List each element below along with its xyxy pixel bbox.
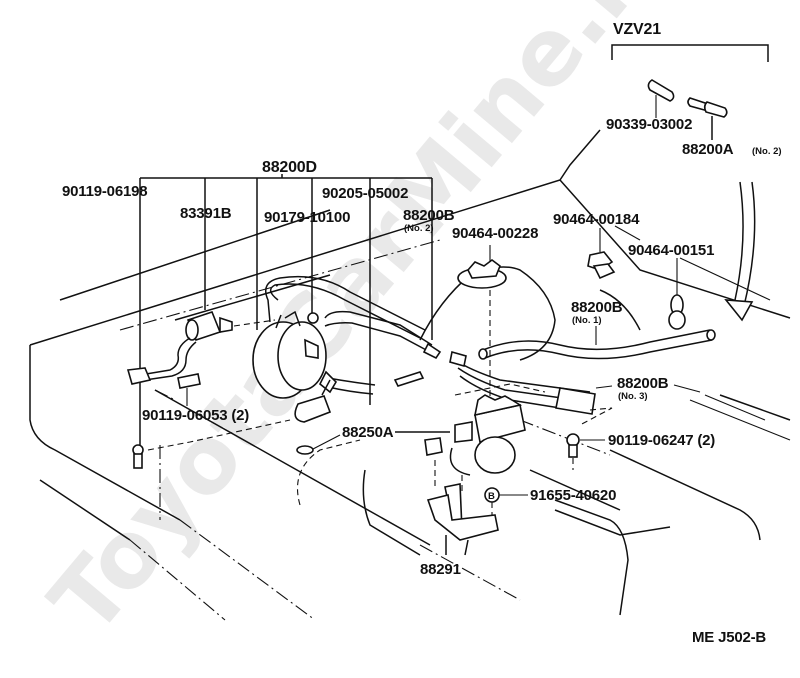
bolt-90119-06198 — [132, 419, 291, 469]
callout-88200A-no2: 88200A — [682, 141, 734, 158]
callout-83391B: 83391B — [180, 205, 232, 222]
variant-label: VZV21 — [613, 21, 661, 38]
nipple-88200A — [687, 97, 728, 140]
clip-90464-00151 — [668, 258, 686, 330]
grommet-90179-10100 — [307, 312, 319, 324]
clamp-90464-00228 — [457, 245, 507, 420]
callout-90119-06247: 90119-06247 (2) — [608, 432, 715, 449]
washer — [296, 445, 314, 455]
bracket-88291 — [426, 483, 499, 556]
marker-b-letter: B — [488, 491, 495, 502]
callout-88200B-no3-sub: (No. 3) — [618, 391, 648, 402]
arrow-icon — [724, 181, 756, 322]
pipe-90339-03002 — [647, 79, 675, 118]
callout-90205-05002: 90205-05002 — [322, 185, 408, 202]
tube-short — [393, 371, 425, 387]
callout-88200B-no2: 88200B — [403, 207, 455, 224]
callout-90464-00151: 90464-00151 — [628, 242, 714, 259]
callout-91655-40620: 91655-40620 — [530, 487, 616, 504]
callout-90464-00228: 90464-00228 — [452, 225, 538, 242]
callout-88200A-no2-sub: (No. 2) — [752, 146, 782, 157]
callout-90119-06198: 90119-06198 — [62, 183, 147, 200]
clamp-90464-00184 — [587, 228, 616, 280]
callout-88200D: 88200D — [262, 159, 317, 176]
hose-88200B-no3 — [449, 350, 613, 426]
callout-88291: 88291 — [420, 561, 461, 578]
callout-90179-10100: 90179-10100 — [264, 209, 350, 226]
valve-88250A — [424, 383, 546, 495]
bracket-88200D — [139, 174, 433, 445]
callout-88200B-no1: 88200B — [571, 299, 623, 316]
bolt-90119-06053 — [177, 373, 201, 406]
drawing-code: ME J502-B — [692, 629, 766, 646]
actuator-88200D — [252, 310, 376, 423]
callout-88250A: 88250A — [342, 424, 394, 441]
callout-90339-03002: 90339-03002 — [606, 116, 692, 133]
variant-bracket — [611, 44, 769, 62]
callout-90464-00184: 90464-00184 — [553, 211, 640, 228]
vsv-83391B — [126, 311, 276, 385]
hose-88200B-no2 — [265, 275, 442, 360]
callout-90119-06053: 90119-06053 (2) — [142, 407, 249, 424]
hose-88200B-no1 — [478, 326, 716, 360]
callout-88200B-no2-sub: (No. 2) — [404, 223, 434, 234]
callout-88200B-no1-sub: (No. 1) — [572, 315, 602, 326]
bolt-90119-06247 — [566, 433, 605, 470]
callout-88200B-no3: 88200B — [617, 375, 669, 392]
